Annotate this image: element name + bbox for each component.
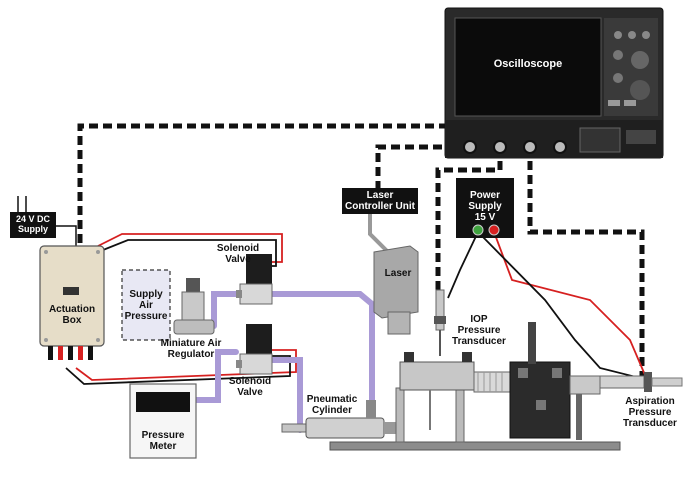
- oscilloscope: [444, 7, 664, 159]
- iop-pressure-transducer: [434, 289, 446, 356]
- power-supply-label: Power Supply 15 V: [468, 190, 502, 223]
- aspiration-pressure-transducer-label: Aspiration Pressure Transducer: [623, 396, 677, 429]
- solenoid-valve-top: [236, 254, 273, 305]
- channel-4-connector-icon: [553, 140, 567, 154]
- electrical-wires: [65, 231, 646, 385]
- tube-regulator-to-valves: [211, 291, 239, 329]
- iop-pressure-transducer-label: IOP Pressure Transducer: [452, 314, 506, 347]
- wire-black-upper-valve: [97, 239, 277, 267]
- pneumatic-cylinder-label: Pneumatic Cylinder: [306, 394, 358, 416]
- cable-oscilloscope-to-iop-transducer: [435, 147, 503, 290]
- dc-supply: [10, 196, 77, 248]
- dc-supply-label: 24 V DC Supply: [15, 214, 50, 234]
- oscilloscope-screen: [454, 17, 602, 117]
- pressure-meter-display: [136, 392, 190, 412]
- wire-red-upper-valve: [97, 233, 283, 263]
- channel-2-connector-icon: [493, 140, 507, 154]
- tube-to-pressure-meter: [193, 349, 239, 403]
- laser-controller-unit-box: [342, 188, 418, 214]
- wire-red-lower-valve: [75, 349, 297, 381]
- miniature-air-regulator-label: Miniature Air Regulator: [160, 338, 222, 360]
- air-tubing: [193, 291, 375, 433]
- channel-3-connector-icon: [523, 140, 537, 154]
- power-terminal-red-icon: [488, 224, 500, 236]
- pressure-meter: [129, 383, 197, 459]
- tube-top-valve-to-cylinder: [267, 291, 375, 411]
- channel-1-connector-icon: [463, 140, 477, 154]
- power-terminal-green-icon: [472, 224, 484, 236]
- laser-cable: [368, 214, 390, 254]
- cable-oscilloscope-to-laser-controller: [375, 144, 470, 190]
- actuation-box: [39, 245, 105, 360]
- wire-black-power-to-iop: [447, 231, 479, 299]
- miniature-air-regulator: [173, 278, 215, 335]
- power-supply: [456, 178, 514, 238]
- supply-air-pressure-box: [121, 269, 171, 341]
- signal-cables: [77, 123, 645, 380]
- laser-controller-unit-label: Laser Controller Unit: [345, 190, 415, 212]
- test-rig: [329, 322, 683, 451]
- tube-lower-valve-to-cylinder: [267, 357, 303, 433]
- laser: [373, 245, 419, 335]
- power-switch-icon: [63, 287, 79, 295]
- pressure-meter-label: Pressure Meter: [141, 430, 185, 452]
- supply-air-pressure-label: Supply Air Pressure: [124, 289, 168, 322]
- cable-oscilloscope-to-aspiration-transducer: [527, 147, 645, 380]
- oscilloscope-label: Oscilloscope: [493, 58, 563, 70]
- wire-black-power-to-aspiration: [479, 233, 641, 379]
- wire-red-power-to-aspiration: [493, 231, 646, 376]
- wire-black-lower-valve: [65, 355, 291, 385]
- cable-oscilloscope-to-actuation-box: [77, 123, 448, 246]
- actuation-box-label: Actuation Box: [48, 304, 96, 326]
- laser-label: Laser: [384, 268, 412, 279]
- solenoid-valve-bottom: [236, 324, 273, 375]
- solenoid-valve-bottom-label: Solenoid Valve: [228, 376, 272, 398]
- solenoid-valve-top-label: Solenoid Valve: [216, 243, 260, 265]
